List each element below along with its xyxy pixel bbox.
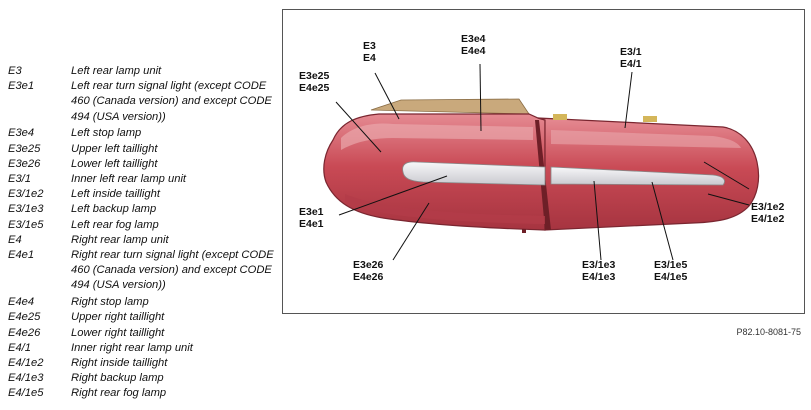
callout-e3e1-e4e1: E3e1 E4e1 (299, 206, 324, 230)
legend-code: E4e4 (8, 296, 35, 309)
legend-desc: Left stop lamp (71, 127, 142, 140)
legend-desc: Right backup lamp (71, 372, 164, 385)
callout-label: E4/1e2 (751, 212, 785, 225)
legend-code: E3/1e2 (8, 188, 44, 201)
legend-row: E3/1e3 Left backup lamp (8, 202, 278, 217)
callout-label: E4e26 (353, 270, 384, 283)
upper-light-bar-right (551, 130, 741, 148)
legend-code: E4e25 (8, 311, 41, 324)
lower-light-bar (345, 194, 545, 224)
callout-e31e3-e41e3: E3/1e3 E4/1e3 (582, 259, 616, 283)
legend-desc: Upper right taillight (71, 311, 165, 324)
legend-desc: Right rear lamp unit (71, 233, 169, 246)
legend-row: E4e4 Right stop lamp (8, 295, 278, 310)
lamp-diagram: E3 E4 E3e4 E4e4 E3/1 E4/1 E3e25 E4e25 E3… (282, 9, 805, 314)
legend-code: E4/1e3 (8, 372, 44, 385)
legend-desc: Left rear fog lamp (71, 218, 159, 231)
callout-e3-e4: E3 E4 (363, 40, 376, 64)
callout-label: E3/1e2 (751, 201, 785, 213)
legend-row: E3/1e5 Left rear fog lamp (8, 218, 278, 233)
legend-code: E3/1e3 (8, 203, 44, 216)
callout-label: E4e1 (299, 217, 324, 230)
legend-code: E4e1 (8, 249, 35, 262)
legend-row: E4/1e2 Right inside taillight (8, 356, 278, 371)
legend-code: E4 (8, 233, 22, 246)
legend-row: E3e4 Left stop lamp (8, 126, 278, 141)
callout-label: E3 (363, 40, 376, 52)
legend-desc: Right rear fog lamp (71, 387, 167, 400)
callout-e3e25-e4e25: E3e25 E4e25 (299, 70, 330, 94)
mount-pin (522, 229, 526, 233)
callout-label: E3e26 (353, 259, 384, 271)
legend-row: E3 Left rear lamp unit (8, 64, 278, 79)
callout-label: E4e4 (461, 44, 486, 57)
legend-desc: Inner right rear lamp unit (71, 341, 193, 354)
legend-code: E4/1e2 (8, 357, 44, 370)
legend-code: E3e25 (8, 142, 41, 155)
callout-label: E4 (363, 51, 376, 64)
legend-desc: Lower left taillight (71, 157, 158, 170)
legend-row: E4e25 Upper right taillight (8, 310, 278, 325)
callout-label: E4e25 (299, 81, 330, 94)
legend-desc: Right stop lamp (71, 296, 149, 309)
legend-row: E4/1e3 Right backup lamp (8, 371, 278, 386)
legend-row: E4/1 Inner right rear lamp unit (8, 341, 278, 356)
legend-desc: Right inside taillight (71, 357, 168, 370)
legend-desc: Left backup lamp (71, 203, 157, 216)
callout-e3e26-e4e26: E3e26 E4e26 (353, 259, 384, 283)
legend-row: E3e26 Lower left taillight (8, 157, 278, 172)
upper-light-bar (341, 123, 533, 150)
callout-label: E3/1e5 (654, 259, 688, 271)
legend-code: E3e4 (8, 127, 35, 140)
figure-caption: P82.10-8081-75 (736, 327, 801, 337)
callout-e31e2-e41e2: E3/1e2 E4/1e2 (751, 201, 785, 225)
callout-label: E3e25 (299, 70, 330, 82)
legend-code: E4/1 (8, 341, 32, 354)
legend-list: E3 Left rear lamp unit E3e1 Left rear turn… (8, 64, 278, 402)
legend-desc: Left rear turn signal light (except CODE… (71, 80, 272, 123)
legend-code: E3 (8, 65, 22, 77)
callout-e3e4-e4e4: E3e4 E4e4 (461, 33, 486, 57)
leader-lines (335, 63, 750, 261)
callout-label: E4/1e5 (654, 270, 688, 283)
legend-row: E4e1 Right rear turn signal light (except… (8, 248, 278, 294)
legend-desc: Left rear lamp unit (71, 65, 162, 77)
legend-row: E4e26 Lower right taillight (8, 326, 278, 341)
legend-desc: Left inside taillight (71, 188, 160, 201)
mount-tab (553, 114, 567, 120)
legend-row: E3e25 Upper left taillight (8, 142, 278, 157)
callout-label: E3/1 (620, 46, 642, 58)
callout-label: E3e4 (461, 33, 486, 45)
legend-desc: Inner left rear lamp unit (71, 173, 187, 186)
legend-row: E3/1e2 Left inside taillight (8, 187, 278, 202)
lamp-illustration (323, 63, 760, 261)
legend-row: E4/1e5 Right rear fog lamp (8, 386, 278, 401)
callout-label: E3/1e3 (582, 259, 616, 271)
legend-desc: Lower right taillight (71, 326, 165, 339)
callout-label: E4/1 (620, 57, 642, 70)
mount-tab (643, 116, 657, 122)
legend-code: E3e26 (8, 157, 41, 170)
callout-label: E4/1e3 (582, 270, 616, 283)
legend-code: E4/1e5 (8, 387, 44, 400)
legend-row: E3e1 Left rear turn signal light (except … (8, 79, 278, 125)
callout-label: E3e1 (299, 206, 324, 218)
legend-code: E4e26 (8, 326, 41, 339)
legend-row: E4 Right rear lamp unit (8, 233, 278, 248)
legend-code: E3/1 (8, 173, 32, 186)
legend-desc: Upper left taillight (71, 142, 158, 155)
legend-desc: Right rear turn signal light (except COD… (71, 249, 274, 292)
callout-e31-e41: E3/1 E4/1 (620, 46, 642, 70)
legend-row: E3/1 Inner left rear lamp unit (8, 172, 278, 187)
legend-code: E3/1e5 (8, 218, 44, 231)
light-strip-right (550, 166, 725, 186)
legend-code: E3e1 (8, 80, 35, 93)
callout-e31e5-e41e5: E3/1e5 E4/1e5 (654, 259, 688, 283)
